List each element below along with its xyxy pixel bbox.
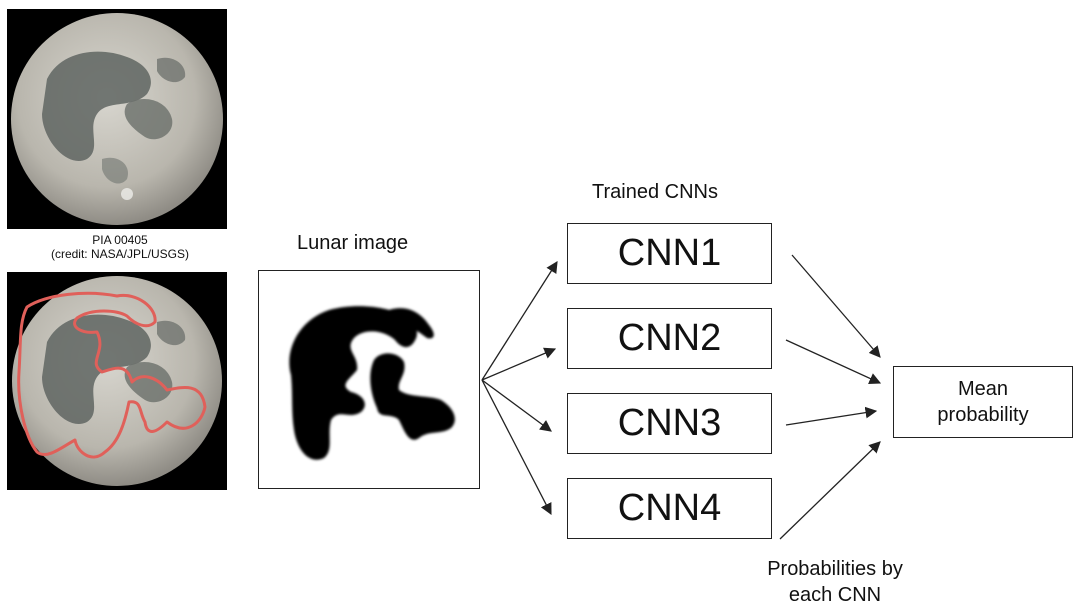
- arrow-cnn1-to-mean: [791, 254, 881, 358]
- mean-box-line1: Mean: [957, 378, 1009, 400]
- arrow-cnn2-to-mean: [785, 339, 882, 384]
- lunar-image: [258, 270, 480, 489]
- probabilities-label-line1: Probabilities by: [767, 558, 903, 580]
- arrow-image-to-cnn2: [481, 347, 557, 381]
- mean-probability-box: Mean probability: [893, 366, 1073, 438]
- probabilities-label-line2: each CNN: [788, 584, 882, 606]
- moon-caption: PIA 00405 (credit: NASA/JPL/USGS): [0, 233, 240, 261]
- trained-cnns-label: Trained CNNs: [592, 181, 718, 203]
- mean-box-line2: probability: [937, 404, 1029, 426]
- moon-photo: [7, 9, 227, 229]
- arrow-image-to-cnn4: [481, 379, 552, 516]
- cnn-box-3: CNN3: [567, 393, 772, 454]
- cnn-box-4: CNN4: [567, 478, 772, 539]
- arrow-cnn3-to-mean: [785, 406, 878, 426]
- arrow-cnn4-to-mean: [779, 441, 881, 540]
- moon-photo-outlined: [7, 272, 227, 490]
- cnn-box-2: CNN2: [567, 308, 772, 369]
- probabilities-label: Probabilities by each CNN: [735, 556, 935, 608]
- arrow-image-to-cnn3: [481, 379, 552, 432]
- cnn-box-1: CNN1: [567, 223, 772, 284]
- moon-caption-line1: PIA 00405: [92, 233, 148, 247]
- mare-outline: [17, 291, 207, 459]
- lunar-image-label: Lunar image: [297, 232, 409, 254]
- arrow-image-to-cnn1: [481, 261, 558, 381]
- moon-caption-line2: (credit: NASA/JPL/USGS): [50, 247, 190, 261]
